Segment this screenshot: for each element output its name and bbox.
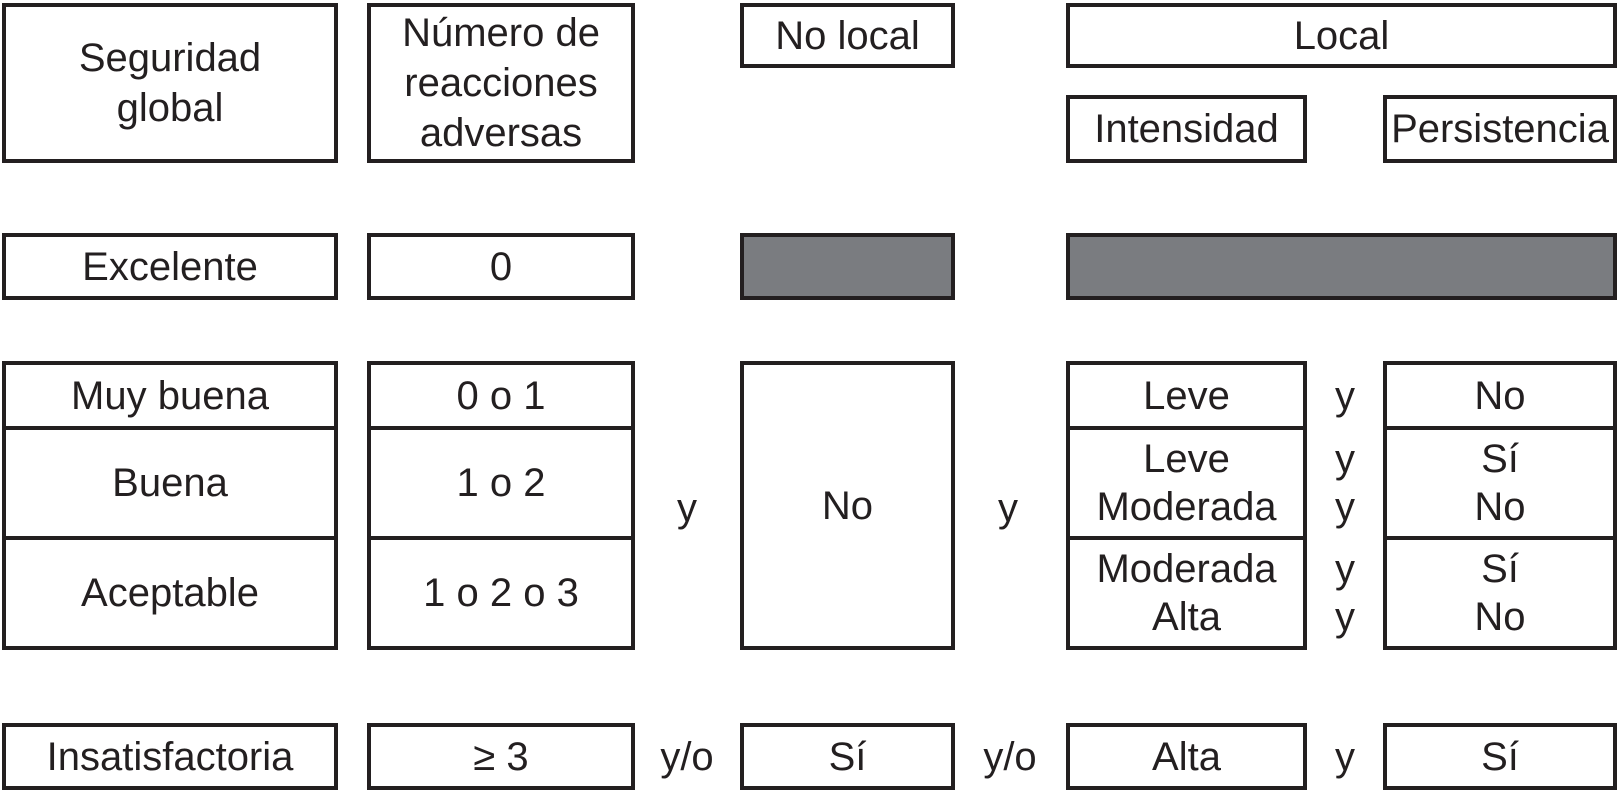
connector-y-row2: y y (1307, 426, 1383, 536)
cell-persistencia-si: Sí (1481, 437, 1519, 481)
connector-yo-left: y/o (660, 735, 714, 779)
connector-y-r2a: y (1335, 437, 1355, 481)
cell-intensidad-moderada2: Moderada (1096, 547, 1277, 591)
cell-persistencia-row3: Sí No (1387, 536, 1613, 646)
header-intensidad-label: Intensidad (1094, 107, 1279, 151)
cell-insatisfactoria: Insatisfactoria (2, 723, 338, 790)
cell-no-local-no-value: No (821, 483, 874, 528)
cell-reacciones-0o1: 0 o 1 (371, 365, 631, 426)
cell-intensidad-alta: Alta (1152, 595, 1221, 639)
cell-persistencia-row1: No (1387, 365, 1613, 426)
cell-persistencia-si2: Sí (1481, 547, 1519, 591)
cell-intensidad-alta-bottom: Alta (1066, 723, 1307, 790)
header-box-intensidad: Intensidad (1066, 95, 1307, 163)
connector-y-row1: y (1307, 365, 1383, 426)
stack-intensidad: Leve Leve Moderada Moderada Alta (1066, 361, 1307, 650)
cell-reacciones-1o2-value: 1 o 2 (456, 461, 546, 505)
cell-persistencia-no: No (1474, 373, 1526, 418)
cell-intensidad-alta-bottom-value: Alta (1152, 734, 1221, 779)
header-no-local-label: No local (775, 13, 920, 58)
connector-yo-right: y/o (983, 735, 1037, 779)
stack-reacciones-counts: 0 o 1 1 o 2 1 o 2 o 3 (367, 361, 635, 650)
cell-intensidad-leve: Leve (1143, 373, 1230, 418)
cell-insatisfactoria-label: Insatisfactoria (46, 734, 294, 779)
cell-persistencia-si-bottom-value: Sí (1481, 734, 1519, 779)
connector-y-column: y y y y y (1307, 365, 1383, 646)
cell-reacciones-1o2o3-value: 1 o 2 o 3 (423, 571, 579, 615)
header-box-local: Local (1066, 3, 1617, 68)
connector-y-bottom: y (1335, 735, 1355, 779)
gray-bar-no-local (740, 233, 955, 300)
header-persistencia-label: Persistencia (1391, 107, 1609, 151)
cell-reacciones-ge3-value: ≥ 3 (473, 734, 529, 779)
connector-y-row3: y y (1307, 536, 1383, 646)
connector-y-r2b: y (1335, 485, 1355, 529)
header-reacciones-line3: adversas (419, 111, 583, 155)
cell-reacciones-0o1-value: 0 o 1 (456, 373, 546, 418)
cell-intensidad-row1: Leve (1070, 365, 1303, 426)
cell-reacciones-1o2o3: 1 o 2 o 3 (371, 536, 631, 646)
header-seguridad-line2: global (116, 86, 224, 130)
header-box-seguridad-global: Seguridad global (2, 3, 338, 163)
cell-intensidad-moderada: Moderada (1096, 485, 1277, 529)
cell-reacciones-1o2: 1 o 2 (371, 426, 631, 536)
header-box-persistencia: Persistencia (1383, 95, 1617, 163)
header-reacciones-line2: reacciones (404, 61, 598, 105)
cell-persistencia-no3: No (1474, 595, 1526, 639)
cell-intensidad-leve2: Leve (1143, 437, 1230, 481)
gray-bar-local (1066, 233, 1617, 300)
cell-excelente-reacciones: 0 (367, 233, 635, 300)
cell-no-local-si-value: Sí (828, 734, 867, 779)
cell-persistencia-row2: Sí No (1387, 426, 1613, 536)
cell-persistencia-no2: No (1474, 485, 1526, 529)
connector-y-r3a: y (1335, 547, 1355, 591)
header-box-no-local: No local (740, 3, 955, 68)
cell-intensidad-row3: Moderada Alta (1070, 536, 1303, 646)
cell-aceptable-label: Aceptable (81, 571, 259, 615)
cell-excelente-label: Excelente (82, 244, 258, 289)
cell-intensidad-row2: Leve Moderada (1070, 426, 1303, 536)
cell-muy-buena: Muy buena (6, 365, 334, 426)
header-box-numero-reacciones: Número de reacciones adversas (367, 3, 635, 163)
cell-excelente: Excelente (2, 233, 338, 300)
cell-no-local-no: No (740, 361, 955, 650)
connector-y-right: y (998, 486, 1018, 530)
connector-y-r3b: y (1335, 595, 1355, 639)
stack-persistencia: No Sí No Sí No (1383, 361, 1617, 650)
cell-excelente-reacciones-value: 0 (489, 244, 513, 289)
connector-y-r1a: y (1335, 373, 1355, 418)
cell-muy-buena-label: Muy buena (71, 373, 269, 418)
header-reacciones-line1: Número de (402, 11, 600, 55)
cell-no-local-si: Sí (740, 723, 955, 790)
cell-aceptable: Aceptable (6, 536, 334, 646)
stack-seguridad-levels: Muy buena Buena Aceptable (2, 361, 338, 650)
cell-reacciones-ge3: ≥ 3 (367, 723, 635, 790)
connector-y-left: y (677, 486, 697, 530)
header-local-label: Local (1293, 13, 1390, 58)
cell-buena: Buena (6, 426, 334, 536)
header-seguridad-line1: Seguridad (78, 36, 262, 80)
cell-buena-label: Buena (112, 461, 228, 505)
cell-persistencia-si-bottom: Sí (1383, 723, 1617, 790)
